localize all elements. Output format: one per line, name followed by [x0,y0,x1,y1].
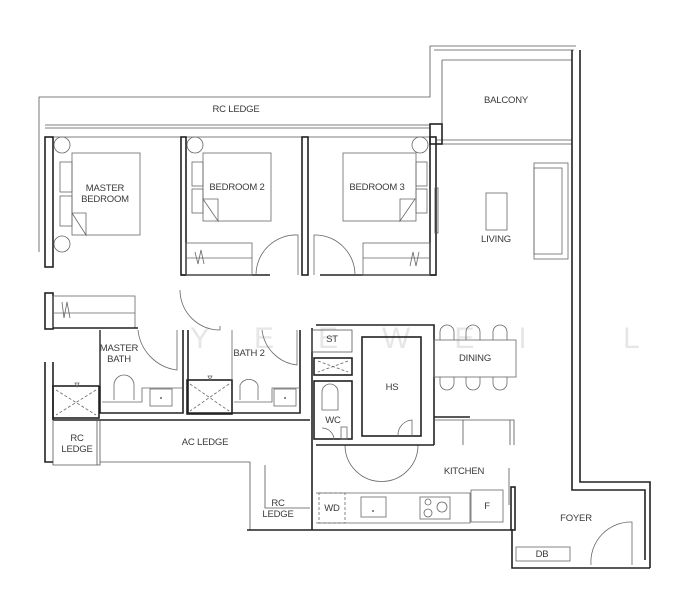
rc-ledge-top-label: RC LEDGE [212,104,260,115]
foyer-label: FOYER [560,513,592,524]
rc-ledge-left-label: RC LEDGE [61,433,93,455]
fridge-label: F [484,501,490,512]
rc-ledge-top-outline [38,45,576,252]
kitchen-label: KITCHEN [443,466,485,477]
bedroom-3-label: BEDROOM 3 [349,182,405,193]
watermark: YEEWEI LING [190,322,684,355]
bath-2-label: BATH 2 [233,348,265,359]
master-bath-label: MASTER BATH [99,343,139,365]
master-bedroom-label: MASTER BEDROOM [81,183,129,205]
ac-ledge-label: AC LEDGE [181,437,229,448]
bedroom-2-label: BEDROOM 2 [209,182,265,193]
dining-label: DINING [458,353,492,364]
living-label: LIVING [481,234,511,245]
wc-label: WC [325,415,341,426]
hs-label: HS [385,382,399,393]
st-label: ST [326,334,338,345]
balcony-label: BALCONY [483,95,528,106]
db-label: DB [535,549,549,560]
rc-ledge-bottom-label: RC LEDGE [262,498,294,520]
wd-label: WD [324,503,340,514]
